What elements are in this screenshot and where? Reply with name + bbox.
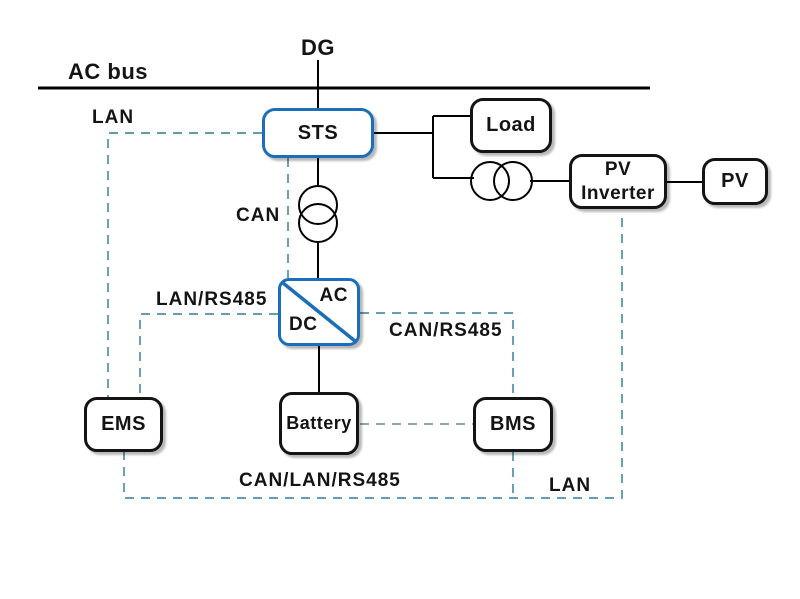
ac-bus-label: AC bus [68, 59, 148, 84]
pv-transformer-icon [470, 161, 533, 201]
dc-side-label: DC [289, 314, 318, 336]
can-lan-rs485-label: CAN/LAN/RS485 [239, 470, 401, 491]
can-rs485-label: CAN/RS485 [389, 320, 503, 341]
ems-node: EMS [84, 397, 163, 452]
dg-label: DG [301, 35, 335, 60]
ac-side-power-lines [374, 115, 702, 183]
dc-chain-power-lines [317, 158, 320, 392]
lan-comm-line-ems-sts [107, 132, 262, 397]
lan-bottom-label: LAN [549, 475, 592, 496]
bms-node: BMS [473, 397, 553, 452]
can-lan-rs485-comm-line-ems-pvinverter [123, 211, 623, 499]
battery-label: Battery [286, 413, 352, 434]
lan-rs485-comm-line-ems-acdc [139, 313, 278, 397]
pv-label: PV [721, 170, 749, 192]
lan-rs485-label: LAN/RS485 [156, 289, 268, 310]
load-label: Load [486, 114, 536, 136]
pv-node: PV [702, 158, 768, 205]
can-rs485-comm-line-acdc-bms [360, 312, 514, 397]
sts-node: STS [262, 108, 374, 158]
pv-inverter-node: PV Inverter [569, 154, 667, 209]
pv-inverter-label: PV Inverter [581, 158, 655, 204]
can-label: CAN [236, 205, 281, 226]
load-node: Load [470, 98, 552, 153]
ems-label: EMS [101, 413, 146, 435]
ac-side-label: AC [319, 285, 348, 306]
battery-node: Battery [279, 392, 359, 455]
ac-dc-diagonal-icon [281, 281, 357, 343]
ac-dc-converter-node: AC DC [278, 278, 360, 346]
sts-transformer-icon [298, 185, 338, 243]
sts-label: STS [297, 121, 339, 144]
bms-label: BMS [490, 413, 536, 435]
lan-top-label: LAN [92, 107, 135, 128]
